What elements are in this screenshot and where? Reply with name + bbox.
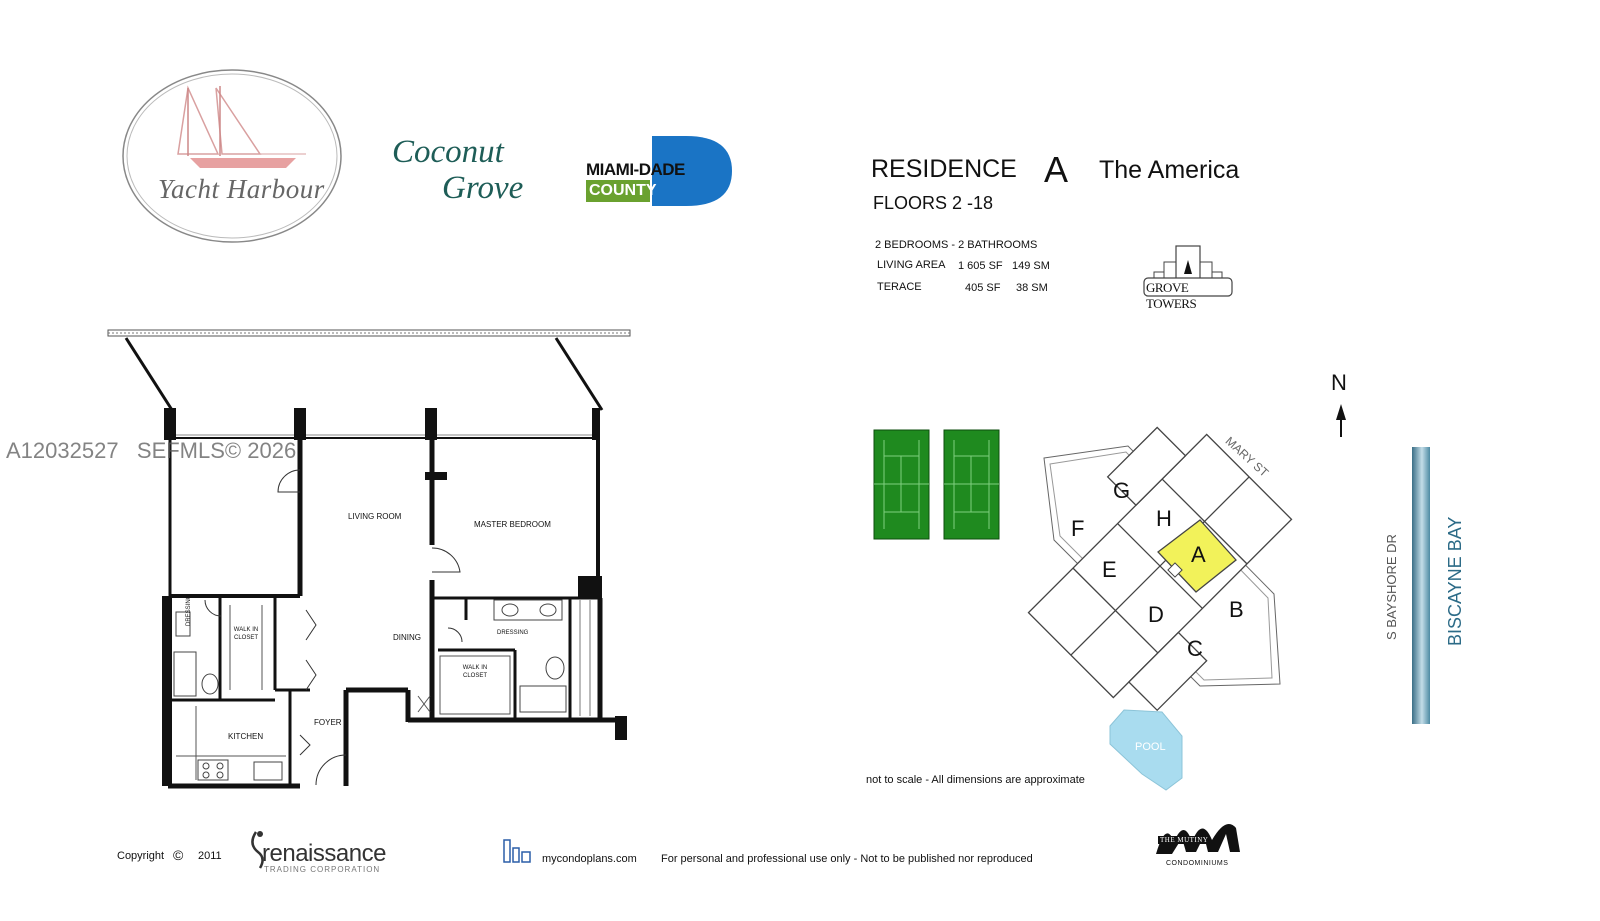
residence-letter: A <box>1044 149 1069 190</box>
unit-label-a: A <box>1191 542 1206 567</box>
biscayne-bay-label: BISCAYNE BAY <box>1445 516 1465 646</box>
coconut-grove-line2: Grove <box>442 170 524 206</box>
coconut-grove-logo: Coconut Grove <box>392 134 532 214</box>
renaissance-swirl-icon <box>251 831 264 869</box>
unit-label-c: C <box>1187 636 1203 661</box>
website-link[interactable]: mycondoplans.com <box>542 853 637 865</box>
unit-label-d: D <box>1148 602 1164 627</box>
mls-watermark: A12032527 SEFMLS© 2026 <box>6 438 297 463</box>
copyright-label: Copyright <box>117 850 165 862</box>
unit-label-g: G <box>1113 478 1131 503</box>
spec-row-terace-label: TERACE <box>877 281 922 293</box>
scale-note: not to scale - All dimensions are approx… <box>866 774 1085 786</box>
building-bars-icon <box>503 839 531 863</box>
yacht-harbour-emblem-icon <box>122 69 342 243</box>
spec-row-living-label: LIVING AREA <box>877 259 946 271</box>
pool-label: POOL <box>1135 741 1166 753</box>
room-kitchen: KITCHEN <box>228 732 264 741</box>
unit-label-f: F <box>1071 516 1085 541</box>
miami-dade-top-text: MIAMI-DADE <box>586 160 685 179</box>
copyright-year: 2011 <box>198 850 222 862</box>
spec-row-living-sm: 149 SM <box>1012 260 1050 272</box>
spec-row-terace-sf: 405 SF <box>965 282 1001 294</box>
room-living: LIVING ROOM <box>348 512 402 521</box>
unit-label-b: B <box>1229 597 1244 622</box>
room-master-bedroom: MASTER BEDROOM <box>474 520 551 529</box>
room-dining: DINING <box>393 633 421 642</box>
miami-dade-bottom-text: COUNTY <box>589 182 657 199</box>
coconut-grove-line1: Coconut <box>392 134 504 170</box>
miami-dade-logo: MIAMI-DADE COUNTY <box>586 136 732 206</box>
building-name: The America <box>1099 156 1240 184</box>
tennis-court-1 <box>873 429 930 540</box>
renaissance-name: renaissance <box>262 840 386 867</box>
mutiny-logo: THE MUTINY CONDOMINIUMS <box>1150 814 1250 872</box>
room-walkin-right: WALK IN CLOSET <box>462 665 488 679</box>
room-foyer: FOYER <box>314 718 342 727</box>
spec-row-terace-sm: 38 SM <box>1016 282 1048 294</box>
unit-label-e: E <box>1102 557 1117 582</box>
grove-towers-text: GROVE TOWERS <box>1146 280 1197 311</box>
yacht-harbour-text: Yacht Harbour <box>158 174 325 204</box>
mutiny-sub: CONDOMINIUMS <box>1166 860 1229 867</box>
room-walkin-left: WALK IN CLOSET <box>233 627 259 641</box>
room-dressing-right: DRESSING <box>497 630 529 636</box>
floors-range: FLOORS 2 -18 <box>873 193 994 213</box>
usage-notice: For personal and professional use only -… <box>661 853 1033 865</box>
residence-label: RESIDENCE <box>871 155 1017 183</box>
grove-towers-logo: GROVE TOWERS <box>1140 244 1236 311</box>
yacht-harbour-logo: Yacht Harbour <box>120 66 344 246</box>
unit-label-h: H <box>1156 506 1172 531</box>
renaissance-sub: TRADING CORPORATION <box>264 865 381 874</box>
mutiny-name: THE MUTINY <box>1158 836 1211 844</box>
mycondoplans-logo-icon <box>503 838 533 864</box>
tennis-court-2 <box>943 429 1000 540</box>
grove-towers-icon <box>1143 245 1233 297</box>
street-bayshore: S BAYSHORE DR <box>1384 534 1399 640</box>
copyright-symbol: © <box>173 847 184 863</box>
miami-dade-d-icon <box>586 136 732 206</box>
beds-baths: 2 BEDROOMS - 2 BATHROOMS <box>875 239 1038 251</box>
spec-row-living-sf: 1 605 SF <box>958 260 1003 272</box>
north-label: N <box>1331 370 1347 395</box>
renaissance-logo: renaissance TRADING CORPORATION <box>246 826 410 876</box>
